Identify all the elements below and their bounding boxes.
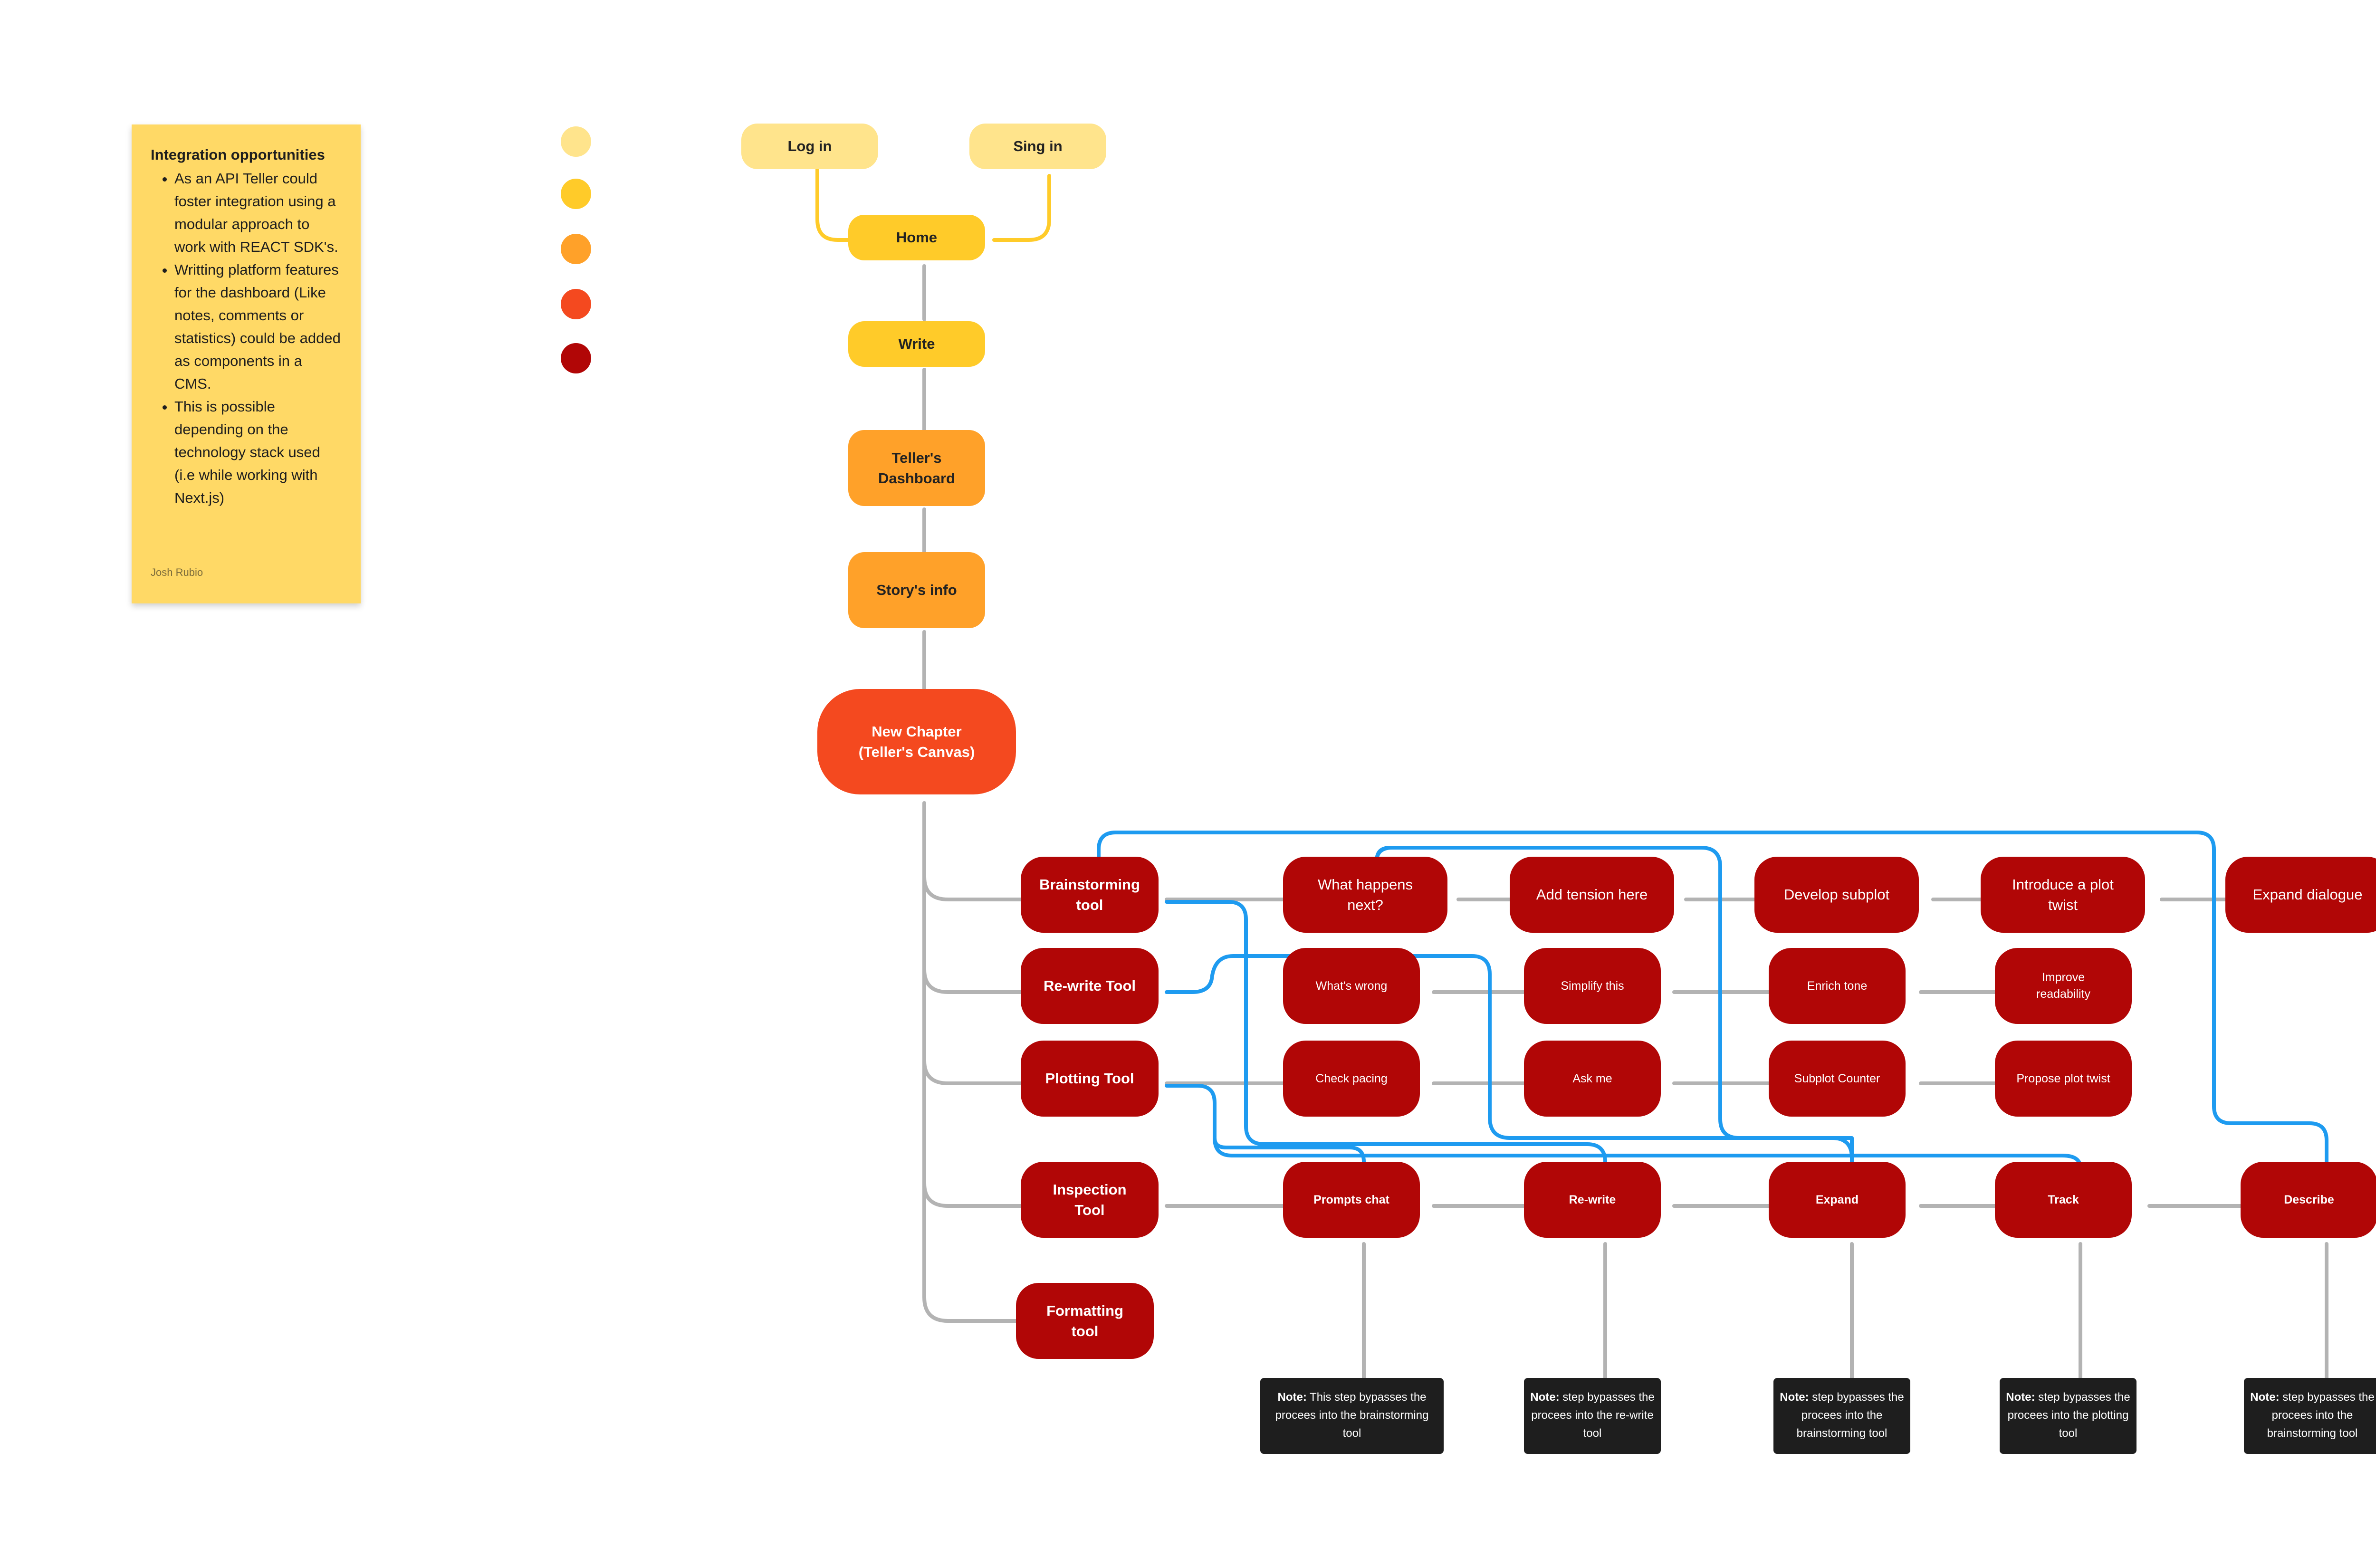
- sticky-note-author: Josh Rubio: [151, 566, 203, 578]
- story-info-node[interactable]: Story's info: [848, 552, 985, 628]
- rewrite-node[interactable]: Re-write: [1524, 1162, 1661, 1238]
- integration-sticky-note[interactable]: Integration opportunities As an API Tell…: [132, 124, 361, 603]
- improve-readability-node[interactable]: Improve readability: [1995, 948, 2132, 1024]
- expand-node[interactable]: Expand: [1769, 1162, 1906, 1238]
- note-text: step bypasses the procees into the brain…: [2267, 1391, 2375, 1440]
- propose-plot-twist-node[interactable]: Propose plot twist: [1995, 1041, 2132, 1117]
- what-happens-next-node[interactable]: What happens next?: [1283, 857, 1447, 933]
- note-label: Note:: [1780, 1391, 1809, 1404]
- sticky-note-bullets: As an API Teller could foster integratio…: [151, 167, 342, 509]
- note-card: Note: step bypasses the procees into the…: [2244, 1378, 2376, 1454]
- prompts-chat-node[interactable]: Prompts chat: [1283, 1162, 1420, 1238]
- write-node[interactable]: Write: [848, 321, 985, 367]
- legend-dot-red-orange: [561, 289, 591, 319]
- note-text: step bypasses the procees into the brain…: [1796, 1391, 1904, 1440]
- sticky-note-title: Integration opportunities: [151, 146, 325, 163]
- plotting-tool-node[interactable]: Plotting Tool: [1021, 1041, 1159, 1117]
- note-text: This step bypasses the procees into the …: [1275, 1391, 1429, 1440]
- introduce-plot-twist-node[interactable]: Introduce a plot twist: [1981, 857, 2145, 933]
- rewrite-tool-node[interactable]: Re-write Tool: [1021, 948, 1159, 1024]
- expand-dialogue-node[interactable]: Expand dialogue: [2225, 857, 2376, 933]
- whats-wrong-node[interactable]: What's wrong: [1283, 948, 1420, 1024]
- legend-dot-light-yellow: [561, 126, 591, 157]
- note-text: step bypasses the procees into the plott…: [2007, 1391, 2130, 1440]
- formatting-tool-node[interactable]: Formatting tool: [1016, 1283, 1154, 1359]
- tellers-dashboard-node[interactable]: Teller's Dashboard: [848, 430, 985, 506]
- legend-dot-yellow: [561, 179, 591, 209]
- simplify-this-node[interactable]: Simplify this: [1524, 948, 1661, 1024]
- home-node[interactable]: Home: [848, 215, 985, 260]
- legend-dot-dark-red: [561, 343, 591, 373]
- note-card: Note: step bypasses the procees into the…: [1524, 1378, 1661, 1454]
- check-pacing-node[interactable]: Check pacing: [1283, 1041, 1420, 1117]
- note-text: step bypasses the procees into the re-wr…: [1531, 1391, 1655, 1440]
- sticky-note-bullet: This is possible depending on the techno…: [174, 395, 342, 509]
- describe-node[interactable]: Describe: [2241, 1162, 2376, 1238]
- note-label: Note:: [2250, 1391, 2280, 1404]
- develop-subplot-node[interactable]: Develop subplot: [1754, 857, 1919, 933]
- subplot-counter-node[interactable]: Subplot Counter: [1769, 1041, 1906, 1117]
- legend-dot-orange: [561, 234, 591, 264]
- note-label: Note:: [1530, 1391, 1560, 1404]
- new-chapter-node[interactable]: New Chapter (Teller's Canvas): [817, 689, 1016, 794]
- track-node[interactable]: Track: [1995, 1162, 2132, 1238]
- note-card: Note: This step bypasses the procees int…: [1260, 1378, 1444, 1454]
- enrich-tone-node[interactable]: Enrich tone: [1769, 948, 1906, 1024]
- sticky-note-bullet: As an API Teller could foster integratio…: [174, 167, 342, 258]
- note-label: Note:: [1277, 1391, 1307, 1404]
- sticky-note-bullet: Writting platform features for the dashb…: [174, 258, 342, 395]
- add-tension-node[interactable]: Add tension here: [1510, 857, 1674, 933]
- note-card: Note: step bypasses the procees into the…: [2000, 1378, 2136, 1454]
- ask-me-node[interactable]: Ask me: [1524, 1041, 1661, 1117]
- inspection-tool-node[interactable]: Inspection Tool: [1021, 1162, 1159, 1238]
- note-card: Note: step bypasses the procees into the…: [1773, 1378, 1910, 1454]
- brainstorming-tool-node[interactable]: Brainstorming tool: [1021, 857, 1159, 933]
- signin-node[interactable]: Sing in: [969, 124, 1106, 169]
- login-node[interactable]: Log in: [741, 124, 878, 169]
- note-label: Note:: [2006, 1391, 2035, 1404]
